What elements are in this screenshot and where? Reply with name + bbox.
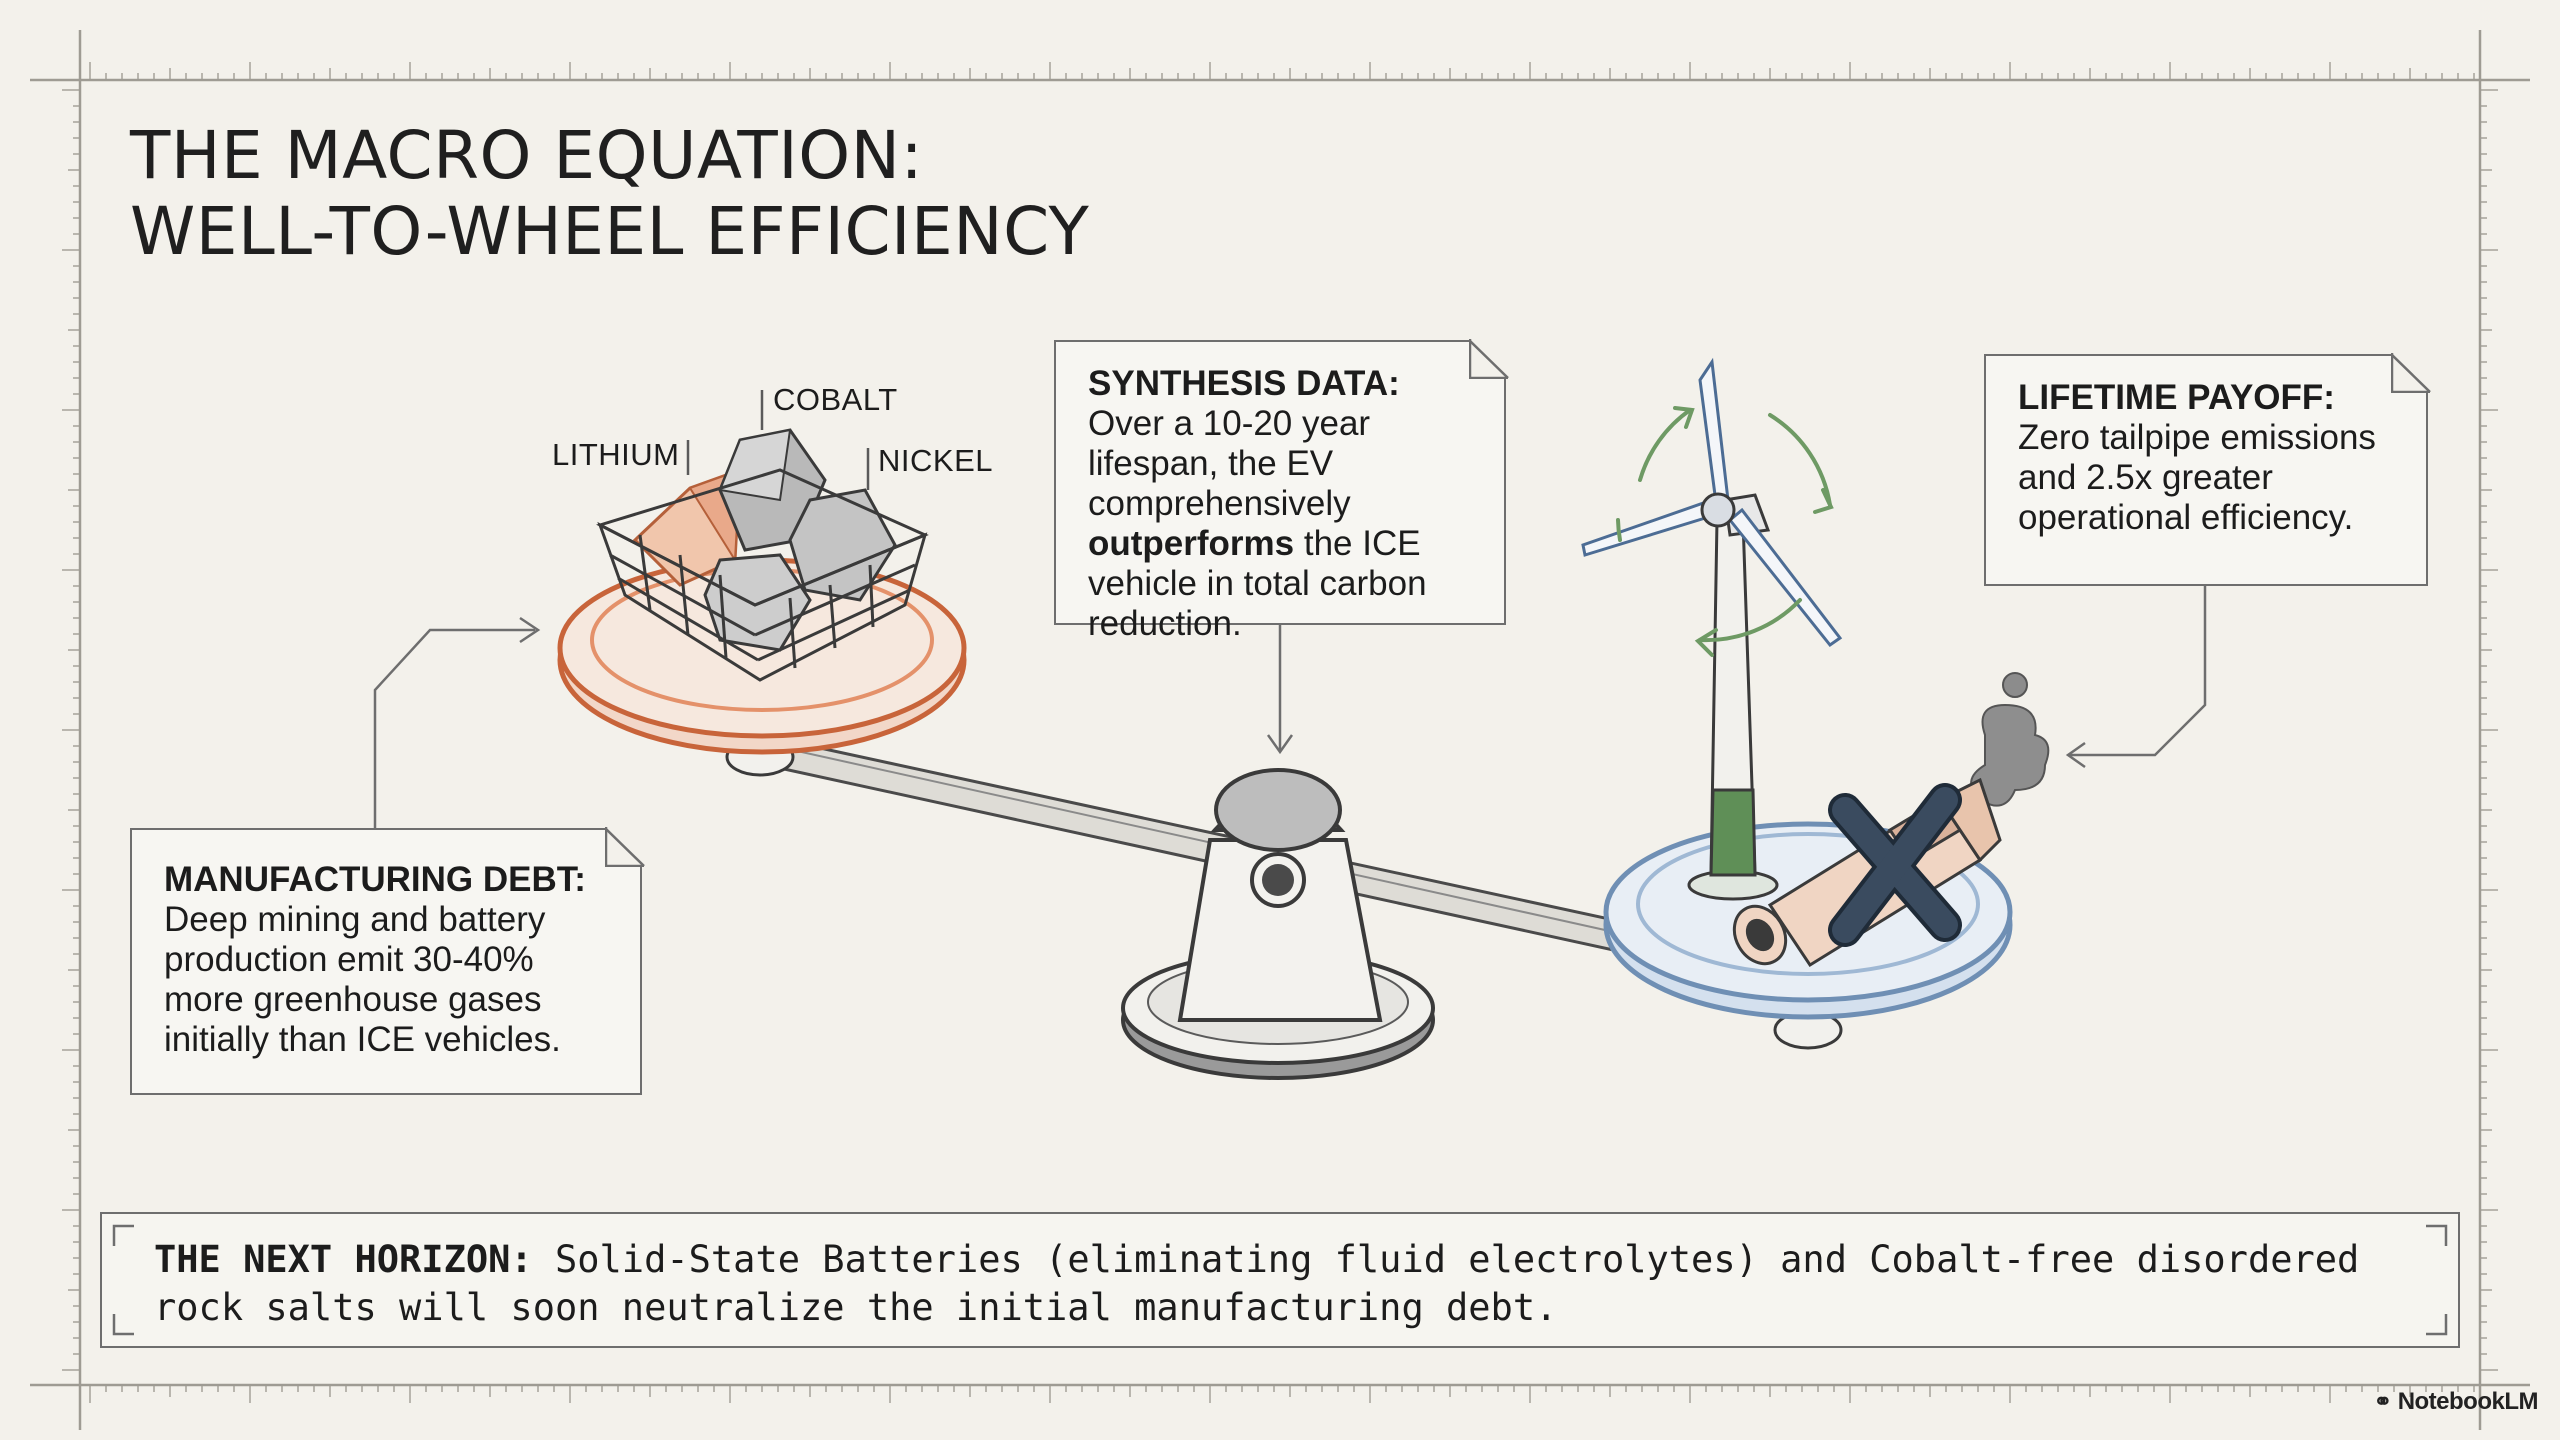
page-title: THE MACRO EQUATION: WELL-TO-WHEEL EFFICI… — [130, 118, 1089, 270]
synthesis-data-note: SYNTHESIS DATA: Over a 10-20 year lifesp… — [1054, 339, 1509, 643]
brand-name: NotebookLM — [2397, 1388, 2539, 1415]
synthesis-emphasis: outperforms — [1088, 524, 1295, 563]
folded-corner-icon — [1469, 339, 1509, 379]
folded-corner-icon — [2391, 353, 2431, 393]
cobalt-label: COBALT — [773, 382, 898, 417]
mineral-basket-icon — [596, 428, 929, 682]
callout-connectors — [373, 585, 2207, 828]
synthesis-heading: SYNTHESIS DATA: — [1088, 364, 1400, 403]
title-line-2: WELL-TO-WHEEL EFFICIENCY — [130, 193, 1090, 270]
horizon-heading: THE NEXT HORIZON: — [154, 1238, 533, 1281]
lifetime-text: Zero tailpipe emissions and 2.5x greater… — [2018, 418, 2376, 537]
horizon-text: Solid-State Batteries (eliminating fluid… — [154, 1238, 2360, 1329]
synthesis-text-2: the ICE vehicle in total carbon reductio… — [1088, 524, 1427, 643]
lifetime-payoff-note: LIFETIME PAYOFF: Zero tailpipe emissions… — [1984, 353, 2431, 586]
manufacturing-debt-note: MANUFACTURING DEBT: Deep mining and batt… — [130, 827, 645, 1095]
folded-corner-icon — [605, 827, 645, 867]
manufacturing-heading: MANUFACTURING DEBT: — [164, 860, 586, 899]
wind-turbine-icon — [1581, 357, 1843, 901]
brand-logo: ⚭ NotebookLM — [2373, 1388, 2539, 1416]
nickel-label: NICKEL — [878, 443, 993, 478]
cross-out-icon — [1828, 783, 1962, 947]
notebooklm-icon: ⚭ — [2373, 1389, 2392, 1414]
material-ticks — [686, 390, 870, 490]
next-horizon-banner: THE NEXT HORIZON: Solid-State Batteries … — [100, 1212, 2460, 1348]
title-line-1: THE MACRO EQUATION: — [130, 117, 924, 194]
lithium-label: LITHIUM — [552, 437, 680, 472]
fulcrum — [1121, 768, 1435, 1080]
recycle-arrows-icon — [1616, 406, 1834, 657]
banner-corner-marks — [112, 1224, 2448, 1336]
manufacturing-text: Deep mining and battery production emit … — [164, 900, 561, 1059]
synthesis-text-1: Over a 10-20 year lifespan, the EV compr… — [1088, 404, 1371, 523]
lifetime-heading: LIFETIME PAYOFF: — [2018, 378, 2335, 417]
